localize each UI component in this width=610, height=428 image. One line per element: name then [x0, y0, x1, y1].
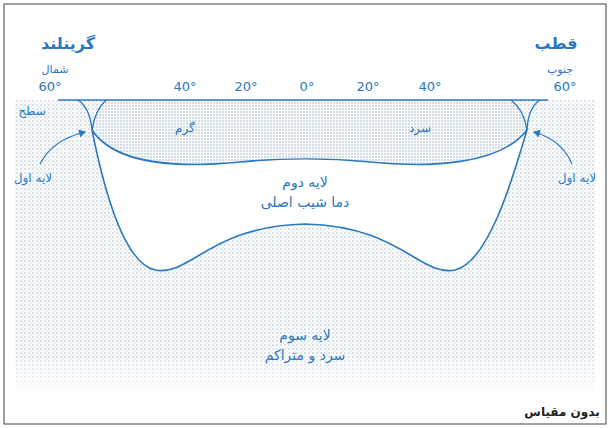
layer-label: لایه اول	[558, 171, 596, 185]
layer-name: لایه سوم	[265, 325, 346, 345]
deep-water	[15, 100, 595, 396]
latitude-label: 20°	[356, 79, 379, 95]
layer-edge	[511, 100, 527, 130]
leader-arrow	[40, 132, 85, 164]
surface-label: سطح	[18, 104, 46, 118]
latitude-label: 60°	[38, 79, 61, 95]
place-name: گرینلند	[41, 34, 95, 53]
leader-arrow	[534, 132, 572, 164]
layer-region: لایه سومسرد و متراکم	[257, 321, 354, 370]
layer-edge	[527, 100, 540, 130]
frame	[4, 4, 606, 424]
layer-edge	[92, 100, 106, 130]
water-label: سرد	[409, 121, 431, 135]
layer-name: لایه دوم	[261, 172, 350, 192]
place-name: قطب	[535, 34, 578, 53]
surface-layer	[92, 100, 527, 164]
layer-region: لایه دومدما شیب اصلی	[253, 168, 358, 217]
surface-line	[58, 99, 548, 100]
direction-label: جنوب	[547, 63, 573, 76]
latitude-label: 60°	[553, 79, 576, 95]
latitude-label: 40°	[173, 79, 196, 95]
layer-edge	[78, 100, 92, 130]
layer-description: سرد و متراکم	[265, 345, 346, 365]
note: بدون مقیاس	[524, 405, 599, 419]
direction-label: شمال	[42, 63, 69, 76]
layer-description: دما شیب اصلی	[261, 192, 350, 212]
water-label: گرم	[175, 121, 195, 135]
thermocline-layer	[92, 130, 527, 271]
latitude-label: 0°	[300, 79, 315, 95]
latitude-label: 40°	[418, 79, 441, 95]
layer-label: لایه اول	[14, 171, 52, 185]
latitude-label: 20°	[234, 79, 257, 95]
